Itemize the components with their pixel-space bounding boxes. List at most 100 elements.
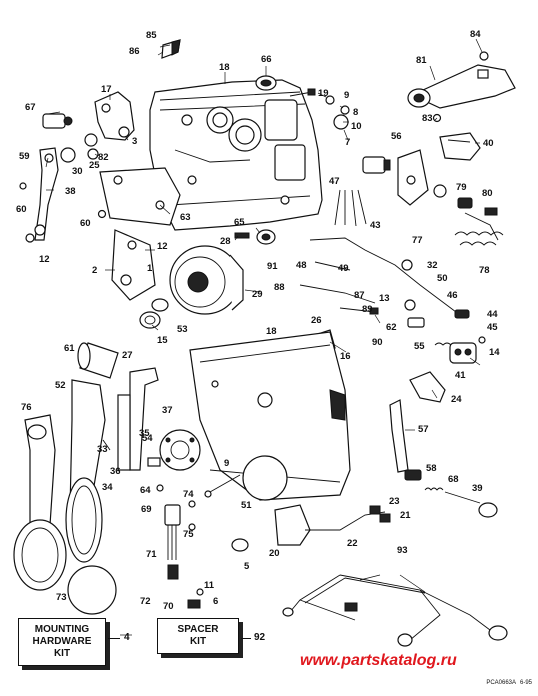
grommet-65 bbox=[256, 229, 276, 245]
part-number-91: 91 bbox=[267, 261, 278, 272]
part-number-93: 93 bbox=[397, 545, 408, 556]
figure-code: PCA0663A bbox=[486, 680, 516, 686]
ring-79 bbox=[433, 184, 447, 198]
part-number-12: 12 bbox=[157, 241, 168, 252]
part-number-79: 79 bbox=[456, 182, 467, 193]
part-number-2: 2 bbox=[92, 265, 97, 276]
part-number-73: 73 bbox=[56, 592, 67, 603]
bracket-2 bbox=[111, 229, 156, 301]
mounting-hardware-kit-box: MOUNTING HARDWARE KIT bbox=[18, 618, 106, 666]
grommet-66 bbox=[255, 75, 277, 91]
clip-35 bbox=[147, 457, 161, 467]
kit-number-92: 92 bbox=[254, 632, 266, 643]
link-57 bbox=[389, 399, 409, 473]
switch-7 bbox=[362, 156, 391, 174]
part-number-40: 40 bbox=[483, 138, 494, 149]
shaft-36 bbox=[117, 394, 131, 471]
grommet-25 bbox=[84, 133, 98, 147]
part-number-24: 24 bbox=[451, 394, 462, 405]
part-number-32: 32 bbox=[427, 260, 438, 271]
watermark: www.partskatalog.ru bbox=[300, 652, 457, 669]
coil-cord-78 bbox=[454, 207, 504, 246]
part-number-33: 33 bbox=[97, 444, 108, 455]
lever-17 bbox=[94, 91, 135, 141]
throttle-arm-81 bbox=[407, 51, 516, 109]
part-number-78: 78 bbox=[479, 265, 490, 276]
part-number-14: 14 bbox=[489, 347, 500, 358]
part-number-48: 48 bbox=[296, 260, 307, 271]
part-number-60: 60 bbox=[80, 218, 91, 229]
wire-88 bbox=[299, 284, 376, 304]
handle-grip-61 bbox=[77, 342, 119, 379]
part-number-75: 75 bbox=[183, 529, 194, 540]
part-number-39: 39 bbox=[472, 483, 483, 494]
cover-51 bbox=[242, 455, 288, 501]
part-number-35: 35 bbox=[139, 428, 150, 439]
washer-9 bbox=[325, 95, 335, 105]
screw-11 bbox=[196, 588, 204, 596]
detent-disc-37 bbox=[159, 429, 201, 471]
part-number-53: 53 bbox=[177, 324, 188, 335]
part-number-44: 44 bbox=[487, 309, 498, 320]
kit-spacer-line1: SPACER bbox=[177, 624, 219, 635]
part-number-10: 10 bbox=[351, 121, 362, 132]
control-housing-upper bbox=[149, 79, 323, 231]
part-number-18: 18 bbox=[219, 62, 230, 73]
harness-93 bbox=[282, 574, 508, 647]
kit-number-4: 4 bbox=[124, 632, 130, 643]
screw-74 bbox=[188, 500, 196, 508]
kit-mounting-line2: HARDWARE bbox=[32, 636, 92, 647]
handle-arm-52 bbox=[65, 379, 106, 563]
switch-20 bbox=[274, 504, 391, 546]
clip-32 bbox=[401, 259, 413, 271]
washer-75 bbox=[188, 523, 196, 531]
part-number-34: 34 bbox=[102, 482, 113, 493]
part-number-27: 27 bbox=[122, 350, 133, 361]
part-number-63: 63 bbox=[180, 212, 191, 223]
part-number-82: 82 bbox=[98, 152, 109, 163]
bolt-9b bbox=[209, 474, 241, 493]
part-number-72: 72 bbox=[140, 596, 151, 607]
part-number-80: 80 bbox=[482, 188, 493, 199]
switch-41 bbox=[449, 342, 477, 364]
washer-30 bbox=[60, 147, 76, 163]
part-number-26: 26 bbox=[311, 315, 322, 326]
screw-60a bbox=[19, 182, 27, 190]
connector-90 bbox=[369, 307, 379, 315]
part-number-77: 77 bbox=[412, 235, 423, 246]
part-number-81: 81 bbox=[416, 55, 427, 66]
part-number-30: 30 bbox=[72, 166, 83, 177]
part-number-69: 69 bbox=[141, 504, 152, 515]
part-number-54: 54 bbox=[142, 433, 153, 444]
key-80 bbox=[457, 197, 473, 209]
figure-date: 6-95 bbox=[519, 680, 532, 686]
switch-67 bbox=[42, 113, 73, 129]
part-number-66: 66 bbox=[261, 54, 272, 65]
part-number-3: 3 bbox=[132, 136, 137, 147]
part-number-41: 41 bbox=[455, 370, 466, 381]
part-number-87: 87 bbox=[354, 290, 365, 301]
part-number-15: 15 bbox=[157, 335, 168, 346]
part-number-84: 84 bbox=[470, 29, 481, 40]
part-number-38: 38 bbox=[65, 186, 76, 197]
wire-87 bbox=[339, 307, 376, 313]
screw-60b bbox=[97, 209, 107, 219]
gear-29 bbox=[169, 245, 244, 315]
part-number-25: 25 bbox=[89, 160, 100, 171]
part-number-29: 29 bbox=[252, 289, 263, 300]
part-number-56: 56 bbox=[391, 131, 402, 142]
part-number-51: 51 bbox=[241, 500, 252, 511]
kit-mounting-line3: KIT bbox=[53, 648, 71, 659]
connector-71 bbox=[167, 564, 179, 580]
part-number-8: 8 bbox=[353, 107, 358, 118]
part-number-88: 88 bbox=[274, 282, 285, 293]
part-number-7: 7 bbox=[345, 137, 350, 148]
part-number-50: 50 bbox=[437, 273, 448, 284]
part-number-60: 60 bbox=[16, 204, 27, 215]
part-number-23: 23 bbox=[389, 496, 400, 507]
part-number-52: 52 bbox=[55, 380, 66, 391]
part-number-6: 6 bbox=[213, 596, 218, 607]
part-number-83: 83 bbox=[422, 113, 433, 124]
part-number-43: 43 bbox=[370, 220, 381, 231]
part-number-71: 71 bbox=[146, 549, 157, 560]
